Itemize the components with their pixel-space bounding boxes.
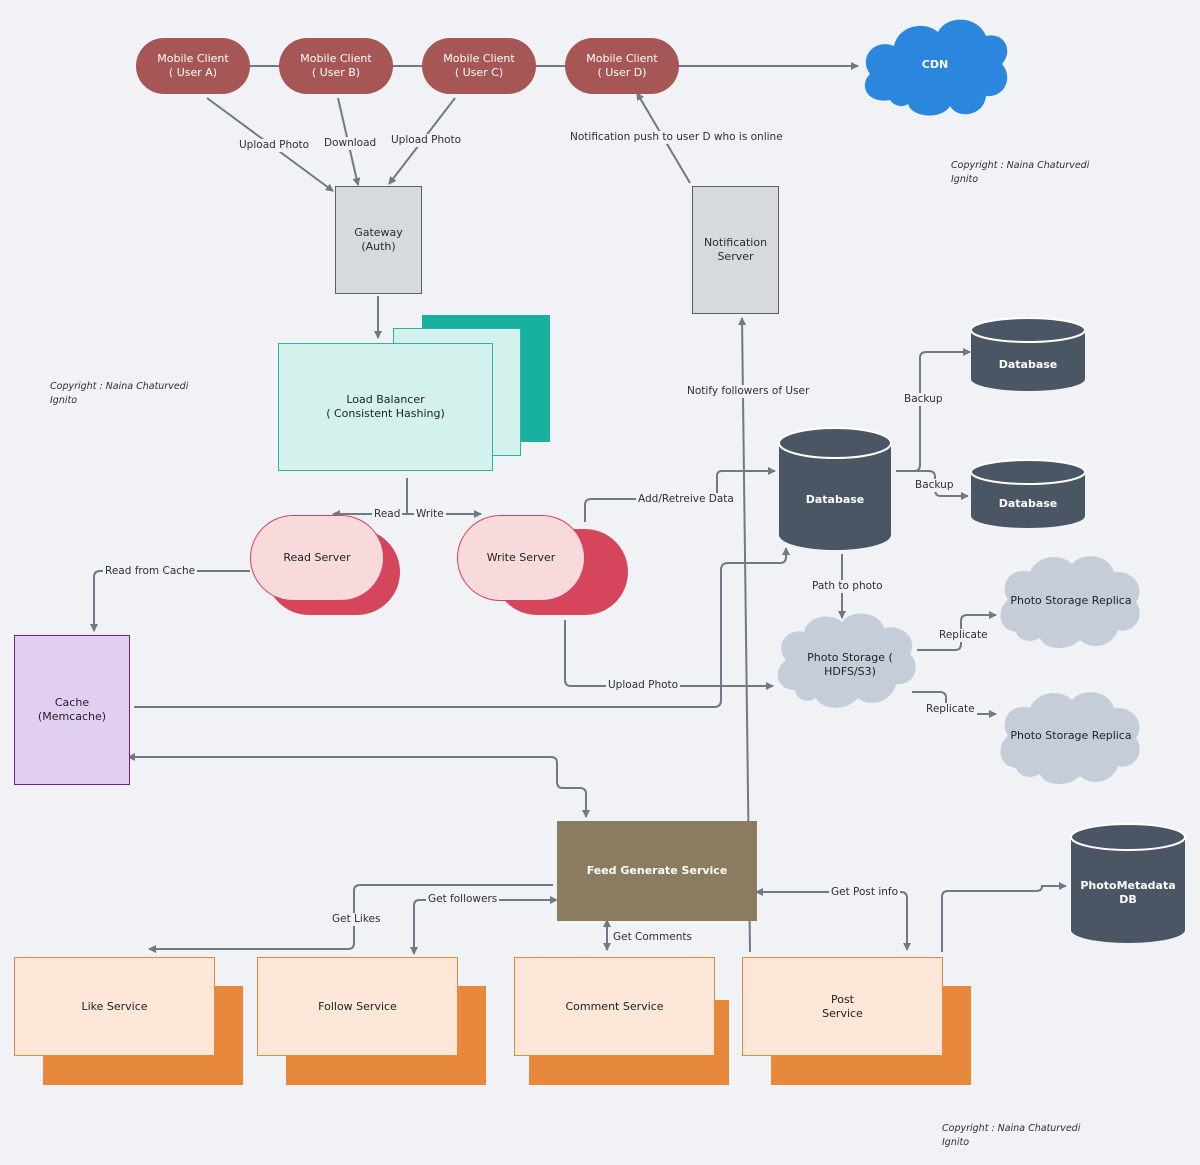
mobile-client-user-d: Mobile Client ( User D) <box>565 38 679 94</box>
photo-storage-label: Photo Storage ( HDFS/S3) <box>807 651 893 678</box>
database-backup-2-icon <box>970 459 1086 528</box>
edge-label-get-followers: Get followers <box>426 893 500 906</box>
mobile-client-user-a: Mobile Client ( User A) <box>136 38 250 94</box>
edge-label-replicate-1: Replicate <box>937 629 990 642</box>
cdn-label: CDN <box>921 58 949 71</box>
cdn-cloud-icon <box>864 19 1008 116</box>
database-main-icon <box>778 427 892 550</box>
edge-label-read-cache: Read from Cache <box>103 565 198 578</box>
edge-label-replicate-2: Replicate <box>924 703 977 716</box>
edge-read-cache <box>90 570 250 632</box>
photo-storage-cloud-icon <box>777 613 916 708</box>
edge-upload-photo <box>564 620 774 690</box>
edge-label-notify-followers: Notify followers of User <box>685 385 812 398</box>
mobile-client-user-c: Mobile Client ( User C) <box>422 38 536 94</box>
edge-label-backup-1: Backup <box>902 393 945 406</box>
edge-label-upload-photo: Upload Photo <box>606 679 681 692</box>
feed-generate-service: Feed Generate Service <box>557 821 757 921</box>
write-server: Write Server <box>457 515 585 601</box>
replica-2-label: Photo Storage Replica <box>1010 729 1132 742</box>
replica-1-label: Photo Storage Replica <box>1010 594 1132 607</box>
copyright-note-bottom: Copyright : Naina Chaturvedi Ignito <box>942 1123 1081 1148</box>
database-main-label: Database <box>805 493 865 506</box>
edge-post-metadata <box>941 882 1067 952</box>
copyright-note-top-right: Copyright : Naina Chaturvedi Ignito <box>951 160 1090 185</box>
edge-label-notify-push: Notification push to user D who is onlin… <box>568 131 785 144</box>
edge-cache-db <box>134 547 790 708</box>
edge-get-followers <box>410 896 558 955</box>
edge-get-post-info <box>755 888 911 951</box>
post-service: Post Service <box>742 957 943 1056</box>
comment-service: Comment Service <box>514 957 715 1056</box>
edge-label-backup-2: Backup <box>913 479 956 492</box>
database-backup-2-label: Database <box>998 497 1058 510</box>
replica-2-cloud-icon <box>1000 692 1140 785</box>
cache-memcache: Cache (Memcache) <box>14 635 130 785</box>
gateway-auth: Gateway (Auth) <box>335 186 422 294</box>
follow-service: Follow Service <box>257 957 458 1056</box>
notification-server: Notification Server <box>692 186 779 314</box>
mobile-client-user-b: Mobile Client ( User B) <box>279 38 393 94</box>
edge-label-read: Read <box>372 508 403 521</box>
replica-1-cloud-icon <box>1000 556 1140 649</box>
like-service: Like Service <box>14 957 215 1056</box>
load-balancer: Load Balancer ( Consistent Hashing) <box>278 343 493 471</box>
database-photo-metadata-label: PhotoMetadata DB <box>1080 879 1176 906</box>
edge-label-download-b: Download <box>322 137 379 150</box>
database-backup-1-label: Database <box>998 358 1058 371</box>
edge-backup-1 <box>896 348 971 472</box>
database-backup-1-icon <box>970 317 1086 391</box>
edge-cache-feed <box>127 753 590 818</box>
edge-label-add-retrieve: Add/Retreive Data <box>636 493 736 506</box>
edge-label-write: Write <box>414 508 446 521</box>
edge-label-get-comments: Get Comments <box>611 931 694 944</box>
edge-label-path-to-photo: Path to photo <box>810 580 885 593</box>
read-server: Read Server <box>250 515 384 601</box>
edge-label-upload-a: Upload Photo <box>237 139 312 152</box>
database-photo-metadata-icon <box>1070 823 1186 943</box>
copyright-note-left: Copyright : Naina Chaturvedi Ignito <box>50 381 189 406</box>
edge-label-get-post-info: Get Post info <box>829 886 901 899</box>
edge-label-upload-c: Upload Photo <box>389 134 464 147</box>
edge-label-get-likes: Get Likes <box>330 913 383 926</box>
